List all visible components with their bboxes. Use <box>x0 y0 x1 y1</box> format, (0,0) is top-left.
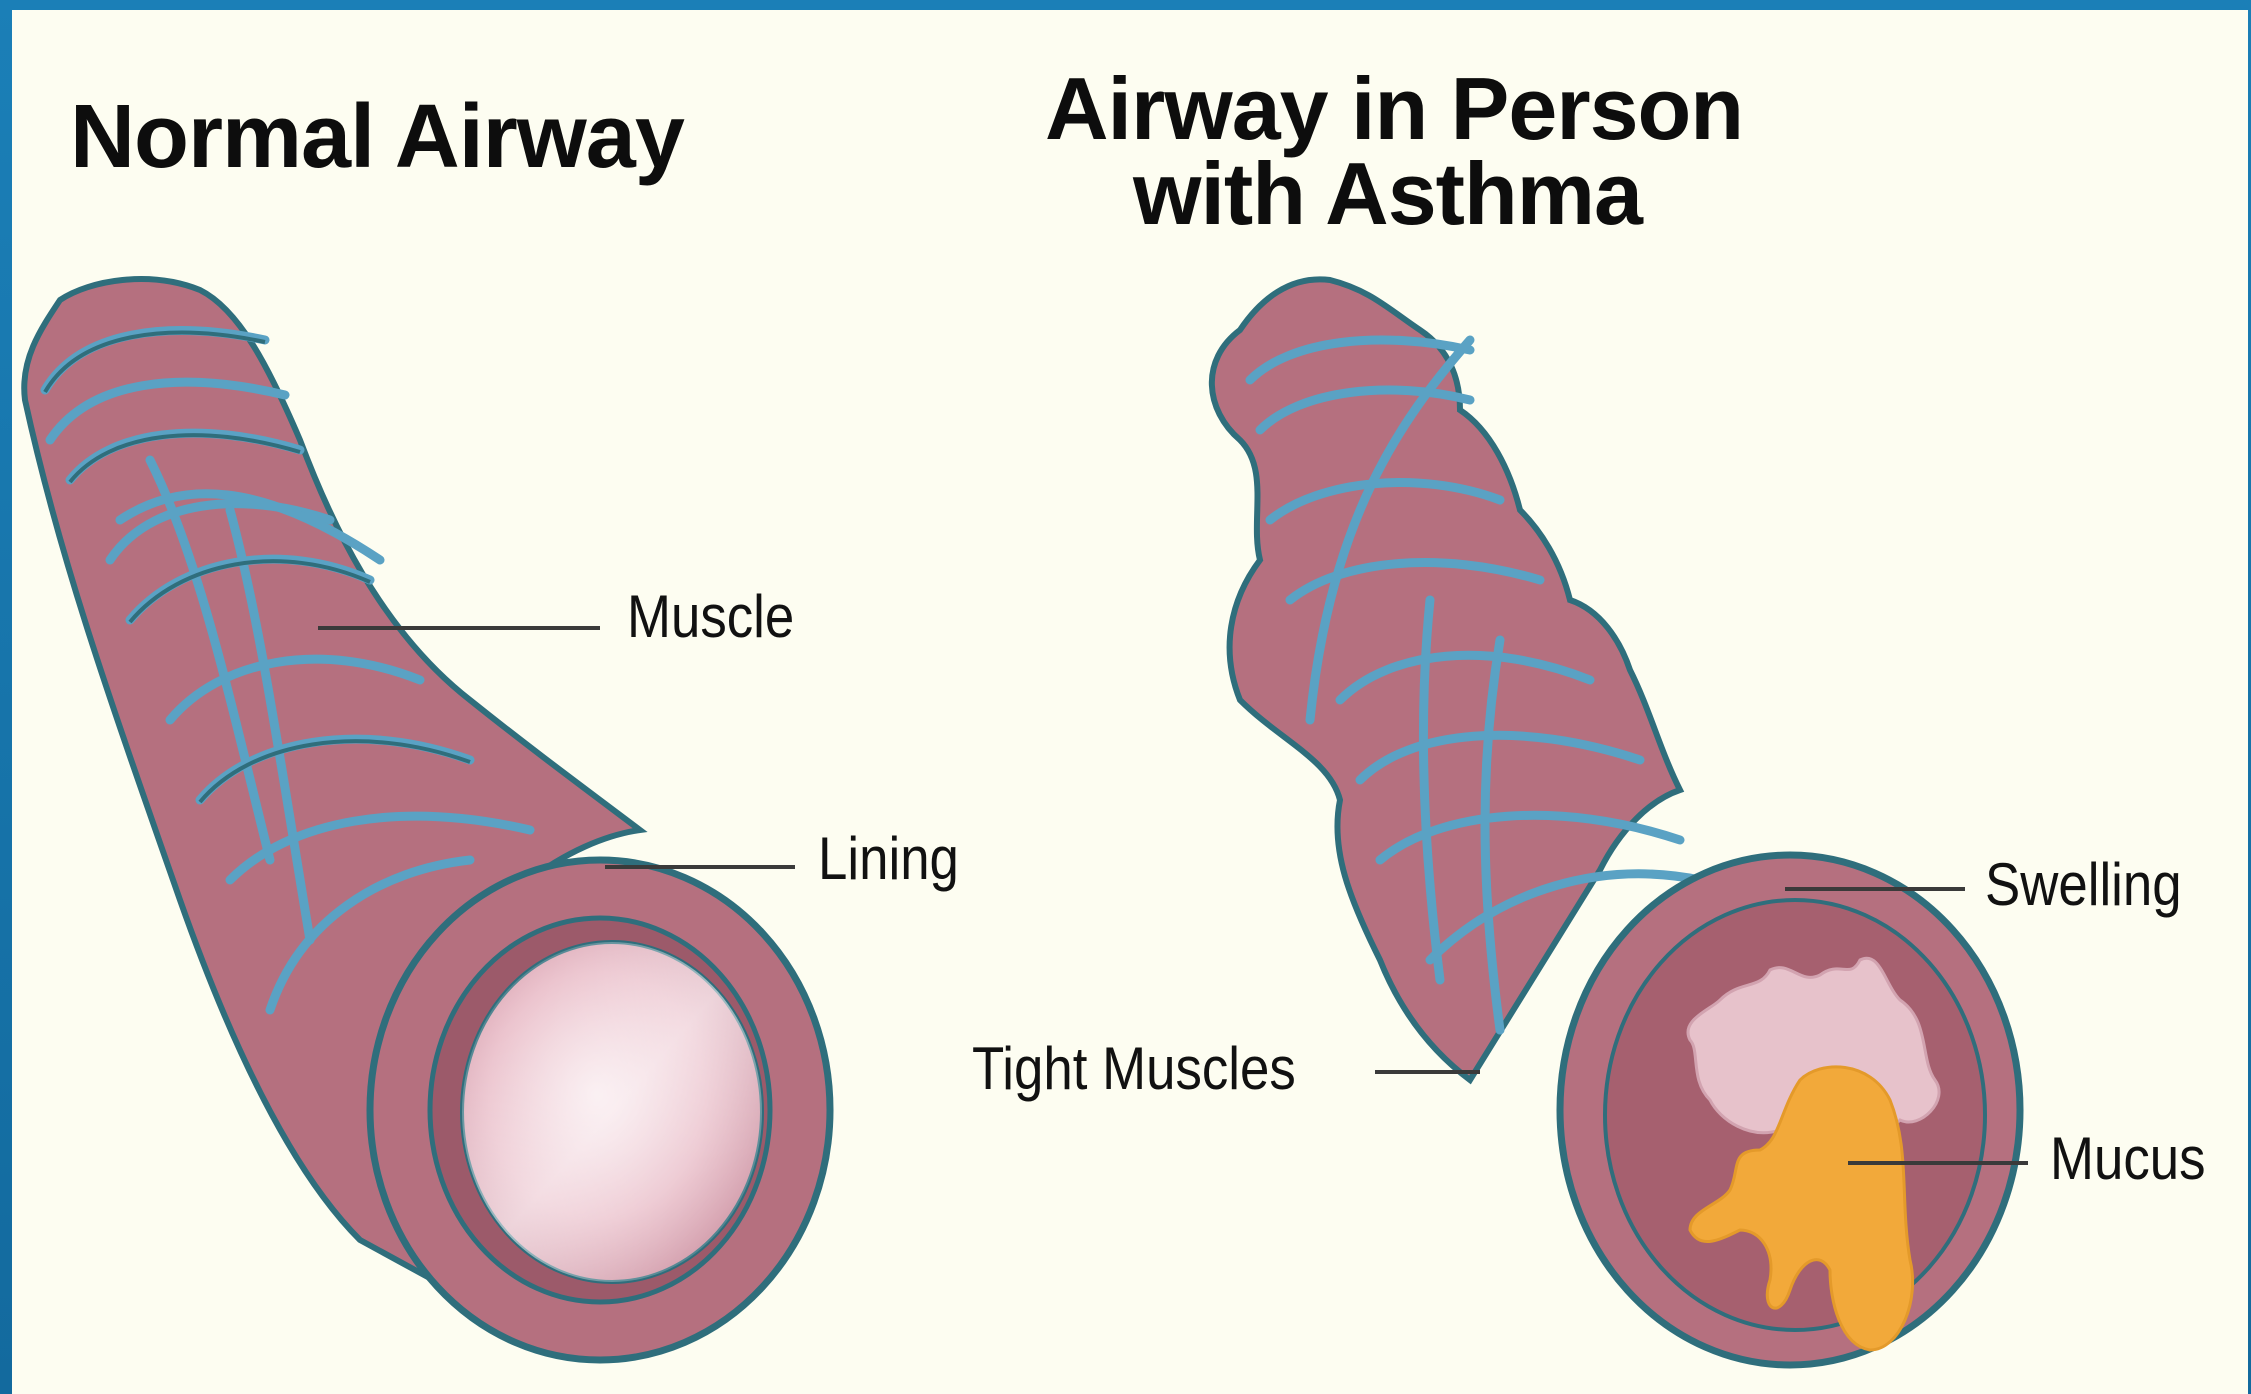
asthma-airway-title-line2: with Asthma <box>1133 150 1642 238</box>
normal-airway-title: Normal Airway <box>70 92 684 182</box>
asthma-airway-title-line1: Airway in Person <box>1045 65 1743 153</box>
label-lining: Lining <box>818 824 959 893</box>
label-swelling: Swelling <box>1985 850 2182 919</box>
label-tight-muscles: Tight Muscles <box>972 1034 1296 1103</box>
label-muscle: Muscle <box>627 582 794 651</box>
label-mucus: Mucus <box>2050 1124 2206 1193</box>
normal-airway-end-ring <box>370 860 830 1360</box>
